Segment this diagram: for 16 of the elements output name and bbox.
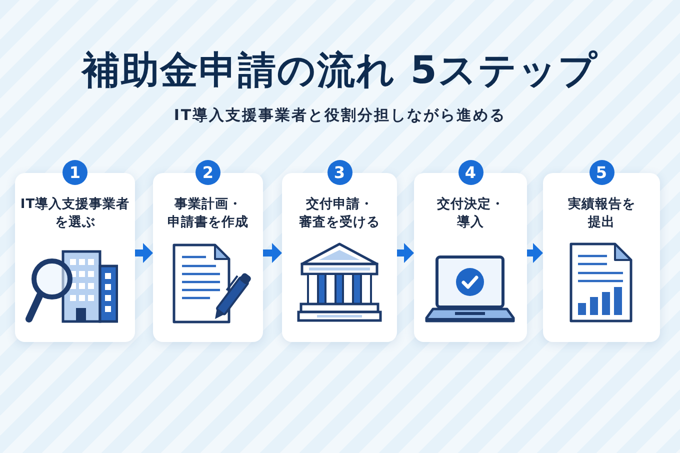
title: 補助金申請の流れ 5ステップ: [82, 47, 598, 94]
step-number-badge: 1: [62, 160, 88, 185]
step-title: 交付申請・審査を受ける: [298, 196, 381, 232]
arrow: [263, 243, 282, 263]
step-number-badge: 5: [589, 160, 614, 185]
arrow: [135, 243, 153, 263]
arrow: [397, 243, 414, 263]
step-title: 事業計画・申請書を作成: [166, 196, 250, 232]
step-number-badge: 3: [327, 160, 352, 185]
step-number-badge: 4: [458, 160, 483, 185]
step-title: 実績報告を提出: [566, 196, 636, 232]
arrow: [527, 243, 543, 263]
step-title: IT導入支援事業者を選ぶ: [19, 196, 131, 232]
step-title: 交付決定・導入: [436, 196, 506, 232]
step-number-badge: 2: [196, 160, 220, 185]
subtitle: IT導入支援事業者と役割分担しながら進める: [174, 105, 506, 126]
